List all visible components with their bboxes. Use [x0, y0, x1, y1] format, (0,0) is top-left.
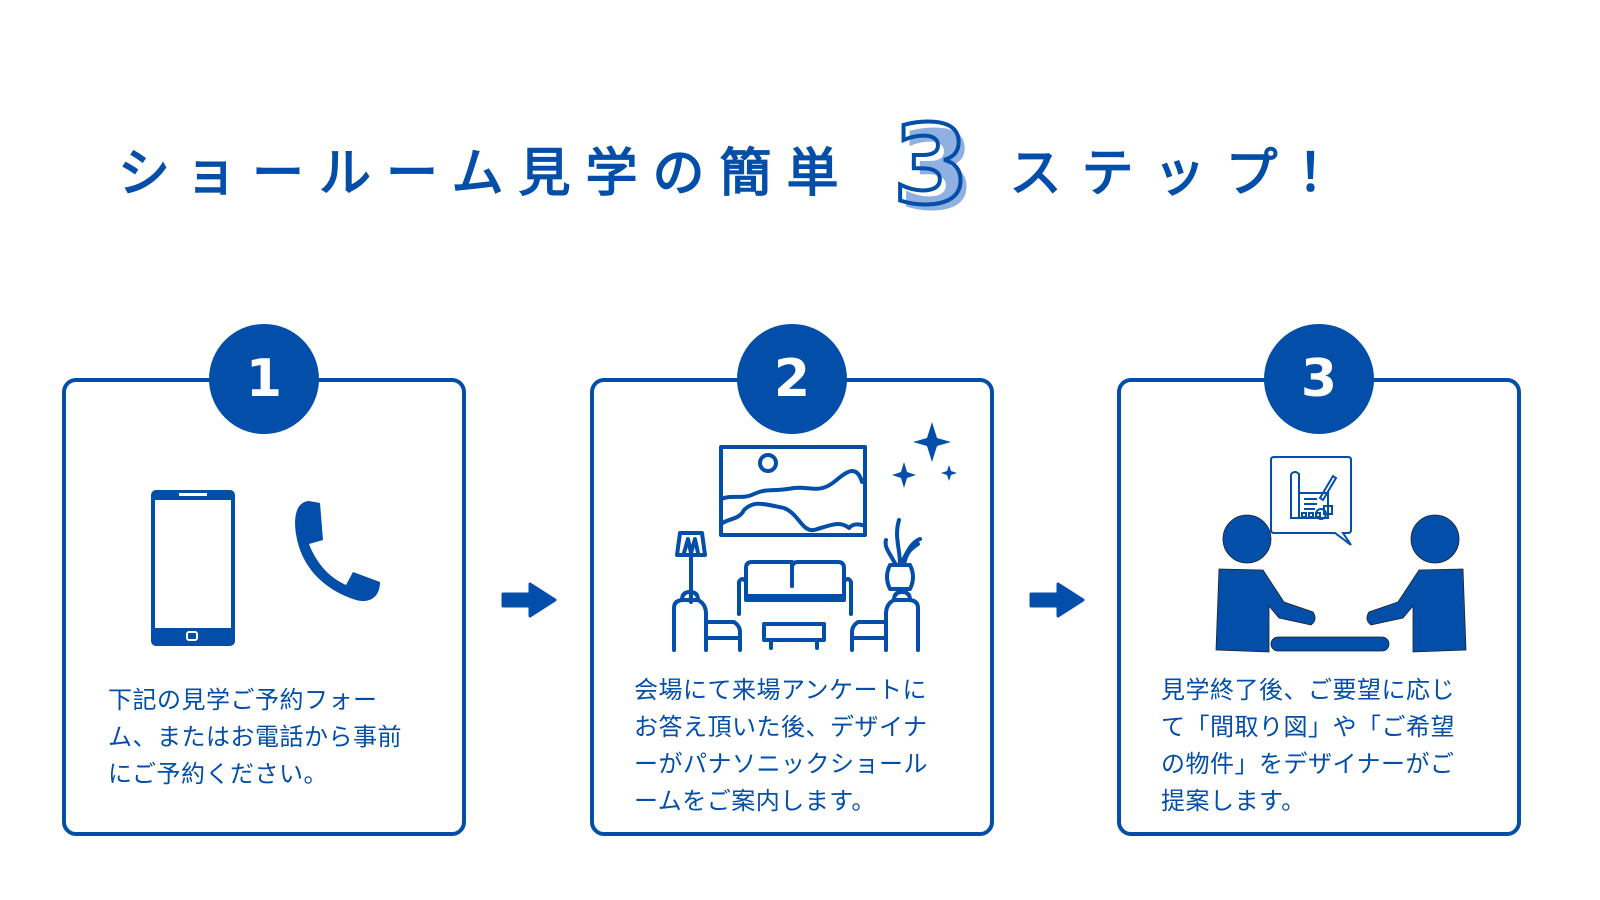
wall-painting-icon [719, 445, 867, 537]
armchair-right-icon [850, 590, 920, 652]
step-1-illustration [151, 490, 380, 646]
step-number-badge: 2 [737, 324, 847, 434]
person-right-body [1366, 568, 1467, 653]
title-text-part2: ステップ！ [1009, 143, 1370, 204]
title-text-part1: ショールーム見学の簡単 [118, 143, 854, 204]
step-2-description: 会場にて来場アンケートに お答え頂いた後、デザイナ ーがパナソニックショール ー… [634, 676, 928, 815]
consultation-icon [1215, 514, 1467, 653]
page-title: ショールーム見学の簡単 3 3 ステップ！ [118, 113, 1370, 223]
big-number-three: 3 3 [891, 113, 976, 223]
sofa-icon [737, 560, 853, 616]
step-number-badge: 1 [209, 324, 319, 434]
big-number-outline: 3 [893, 113, 970, 223]
person-left-body [1215, 568, 1316, 653]
step-2-illustration [672, 422, 957, 652]
blueprint-speech-bubble-icon [1270, 456, 1352, 546]
floor-lamp-icon [675, 531, 707, 604]
person-right-head [1410, 514, 1460, 564]
arrow-right-icon [501, 582, 557, 618]
phone-handset-icon [295, 501, 380, 602]
smartphone-icon [151, 490, 235, 646]
table [1270, 636, 1390, 652]
step-3-illustration [1215, 456, 1467, 653]
step-1-description: 下記の見学ご予約フォー ム、またはお電話から事前 にご予約ください。 [108, 686, 402, 788]
step-card-1: 1 下記の見学ご予約フォー ム、またはお電話から事前 にご予約ください。 [62, 324, 466, 836]
sparkle-icon [892, 422, 957, 488]
big-number-shadow: 3 [899, 113, 976, 223]
step-card-2: 2 [590, 324, 994, 836]
coffee-table-icon [762, 622, 826, 650]
arrow-right-icon [1029, 582, 1085, 618]
plant-pot-icon [883, 518, 922, 591]
step-card-3: 3 見学終了後、ご要望に応じ て「間取り図」や「ご希望 の物件」をデザイナーがご… [1117, 324, 1521, 836]
person-left-head [1222, 514, 1272, 564]
armchair-left-icon [672, 590, 742, 652]
step-3-description: 見学終了後、ご要望に応じ て「間取り図」や「ご希望 の物件」をデザイナーがご 提… [1161, 676, 1455, 815]
step-number-badge: 3 [1264, 324, 1374, 434]
